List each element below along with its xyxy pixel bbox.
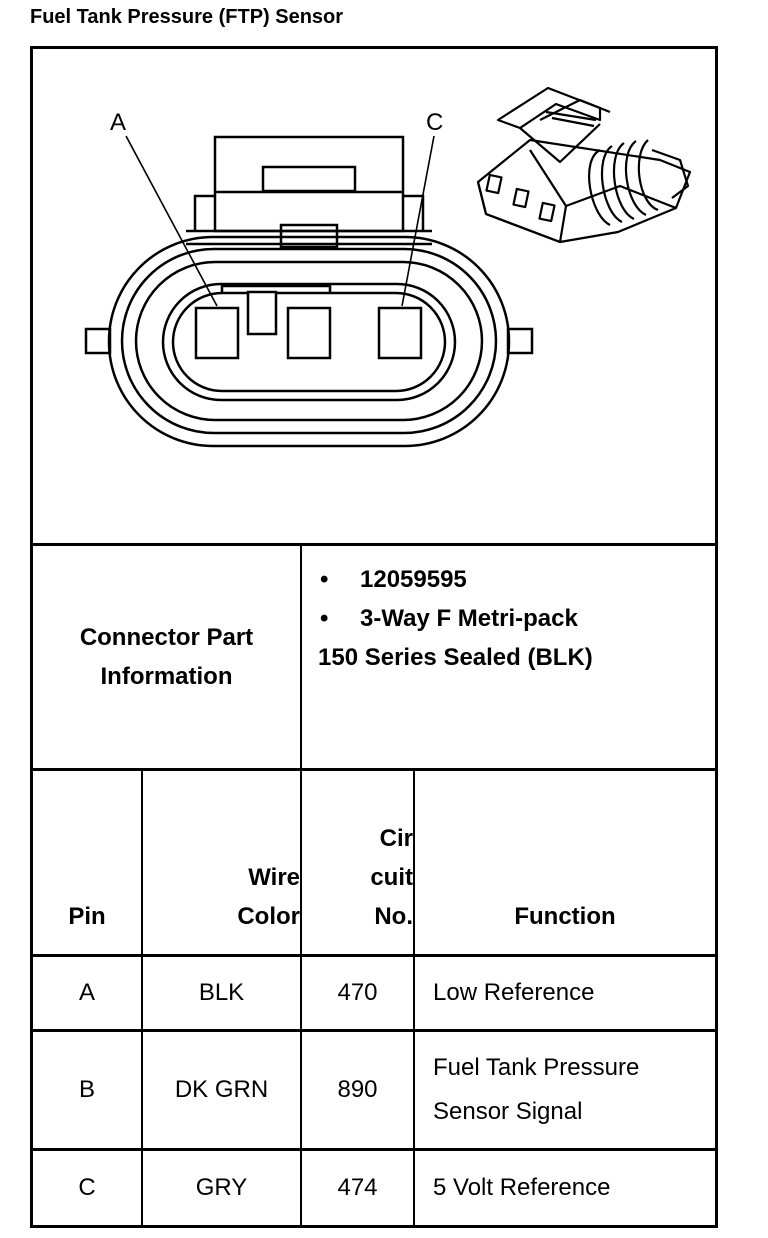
row-b-circuit: 890 [337,1076,378,1103]
row-a-circuit: 470 [337,979,378,1006]
col-divider-circuit [413,768,415,1228]
row-c-pin: C [78,1174,96,1201]
divider-info [30,768,718,771]
pin-c-callout: C [426,109,443,136]
row-c-wire: GRY [195,1174,248,1201]
bullet: • [320,605,329,632]
row-b-wire: DK GRN [174,1076,269,1103]
divider-row-b [30,1148,718,1151]
row-a-pin: A [78,979,95,1006]
frame-left [30,46,33,1228]
row-b-pin: B [78,1076,95,1103]
connector-info-label-line2: Information [100,663,233,690]
bullet: • [320,566,329,593]
connector-info-details: • 12059595 • 3-Way F Metri-pack 150 Series… [318,560,593,677]
row-c-function: 5 Volt Reference [433,1174,611,1201]
connector-info-label: Connector Part Information [33,546,300,768]
connector-part-number: 12059595 [360,566,467,593]
divider-row-a [30,1029,718,1032]
frame-top [30,46,718,49]
divider-diagram [30,543,718,546]
row-a-wire: BLK [198,979,245,1006]
connector-info-label-line1: Connector Part [79,624,254,651]
page-title: Fuel Tank Pressure (FTP) Sensor [30,6,344,28]
header-function: Function [514,903,616,930]
header-pin: Pin [68,903,106,930]
connector-description: 3-Way F Metri-pack [360,605,578,632]
row-b-function: Fuel Tank Pressure Sensor Signal [433,1054,640,1125]
divider-header [30,954,718,957]
col-divider-pin [141,768,143,1228]
connector-face-diagram: A C [84,86,692,448]
row-a-function: Low Reference [433,979,595,1006]
frame-right [715,46,718,1228]
pin-a-callout: A [110,109,126,136]
connector-description-cont: 150 Series Sealed (BLK) [318,644,593,671]
connector-iso-sketch [476,86,692,244]
col-divider-info [300,543,302,1228]
header-wire-color: Wire Color [237,864,300,930]
frame-bottom [30,1225,718,1228]
header-circuit-no: Cir cuit No. [370,825,413,930]
row-c-circuit: 474 [337,1174,378,1201]
